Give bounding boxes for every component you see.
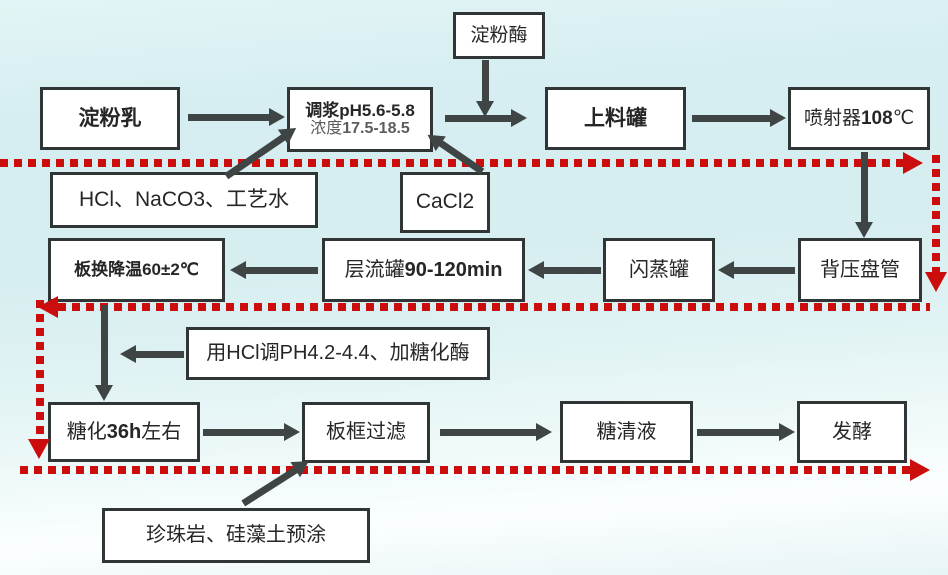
dotted-arrow-top-right xyxy=(903,152,923,174)
box-slurry-line1-num: pH5.6-5.8 xyxy=(339,100,415,120)
box-precoat: 珍珠岩、硅藻土预涂 xyxy=(102,508,370,563)
box-injector-suffix: ℃ xyxy=(892,107,915,129)
box-feed-tank: 上料罐 xyxy=(545,87,686,150)
box-slurry-line1: 调浆pH5.6-5.8 xyxy=(305,101,415,121)
box-laminar-tank-num: 90-120min xyxy=(404,258,503,281)
box-hcl-naco3: HCl、NaCO3、工艺水 xyxy=(50,172,318,228)
box-plate-frame-filter-label: 板框过滤 xyxy=(326,421,406,443)
box-flash-tank: 闪蒸罐 xyxy=(603,238,715,302)
arrow-coil-to-flashtank xyxy=(718,260,795,280)
box-back-pressure-coil: 背压盘管 xyxy=(798,238,922,302)
box-plate-frame-filter: 板框过滤 xyxy=(302,402,430,463)
box-slurry-line2-cjk: 浓度 xyxy=(310,120,343,138)
box-plate-cooling-cjk: 板换降温 xyxy=(74,260,143,280)
arrow-precoat-to-filter xyxy=(238,453,315,512)
box-plate-cooling-suffix: ℃ xyxy=(179,260,199,280)
arrow-feedtank-to-injector xyxy=(692,108,786,128)
box-cacl2-label: CaCl2 xyxy=(415,190,475,214)
box-injector-cjk: 喷射器 xyxy=(803,107,861,129)
box-amylase: 淀粉酶 xyxy=(453,12,545,59)
box-amylase-label: 淀粉酶 xyxy=(470,24,528,46)
box-injector-num: 108 xyxy=(860,107,893,129)
box-back-pressure-coil-label: 背压盘管 xyxy=(820,258,900,281)
box-slurry-line2: 浓度17.5-18.5 xyxy=(310,120,410,138)
box-fermentation: 发酵 xyxy=(797,401,907,463)
box-hcl-ph: 用HCl调PH4.2-4.4、加糖化酶 xyxy=(186,327,490,380)
box-fermentation-label: 发酵 xyxy=(832,420,872,443)
dotted-arrow-bottom-right xyxy=(910,459,930,481)
box-starch-milk-label: 淀粉乳 xyxy=(78,106,142,131)
box-flash-tank-label: 闪蒸罐 xyxy=(629,258,689,281)
arrow-slurry-to-feedtank xyxy=(445,108,527,128)
arrow-starchmilk-to-slurry xyxy=(188,107,285,127)
arrow-laminar-to-cooling xyxy=(230,260,318,280)
box-plate-cooling-num: 60±2 xyxy=(142,260,180,280)
dotted-line-left xyxy=(36,300,44,440)
box-sugar-liquid-label: 糖清液 xyxy=(596,420,657,443)
arrow-cooling-to-sacchar xyxy=(94,305,114,401)
box-hcl-ph-label: 用HCl调PH4.2-4.4、加糖化酶 xyxy=(206,342,470,364)
dotted-arrow-right-down xyxy=(925,272,947,292)
box-slurry: 调浆pH5.6-5.8 浓度17.5-18.5 xyxy=(287,87,433,152)
arrow-flashtank-to-laminar xyxy=(528,260,601,280)
arrow-sugarliquid-to-ferment xyxy=(697,422,795,442)
box-hcl-naco3-label: HCl、NaCO3、工艺水 xyxy=(78,187,290,211)
dotted-line-bottom xyxy=(20,466,910,474)
dotted-line-top xyxy=(0,159,903,167)
box-saccharification-num: 36h xyxy=(106,420,142,443)
box-slurry-line1-cjk: 调浆 xyxy=(305,100,340,120)
box-slurry-line2-num: 17.5-18.5 xyxy=(342,120,410,138)
box-starch-milk: 淀粉乳 xyxy=(40,87,180,150)
box-cacl2: CaCl2 xyxy=(400,172,490,233)
box-saccharification-cjk: 糖化 xyxy=(66,420,107,443)
box-precoat-label: 珍珠岩、硅藻土预涂 xyxy=(146,524,326,546)
arrow-filter-to-sugarliquid xyxy=(440,422,552,442)
dotted-line-right xyxy=(932,155,940,273)
arrow-hclph-to-flow xyxy=(120,344,184,364)
arrow-sacchar-to-filter xyxy=(203,422,300,442)
box-feed-tank-label: 上料罐 xyxy=(584,106,647,131)
box-saccharification-suffix: 左右 xyxy=(141,420,182,443)
arrow-amylase-down xyxy=(475,60,495,117)
dotted-line-middle xyxy=(58,303,930,311)
dotted-arrow-left-down xyxy=(28,439,50,459)
box-laminar-tank-cjk: 层流罐 xyxy=(344,258,405,281)
arrow-injector-to-coil xyxy=(854,152,874,238)
box-sugar-liquid: 糖清液 xyxy=(560,401,693,463)
